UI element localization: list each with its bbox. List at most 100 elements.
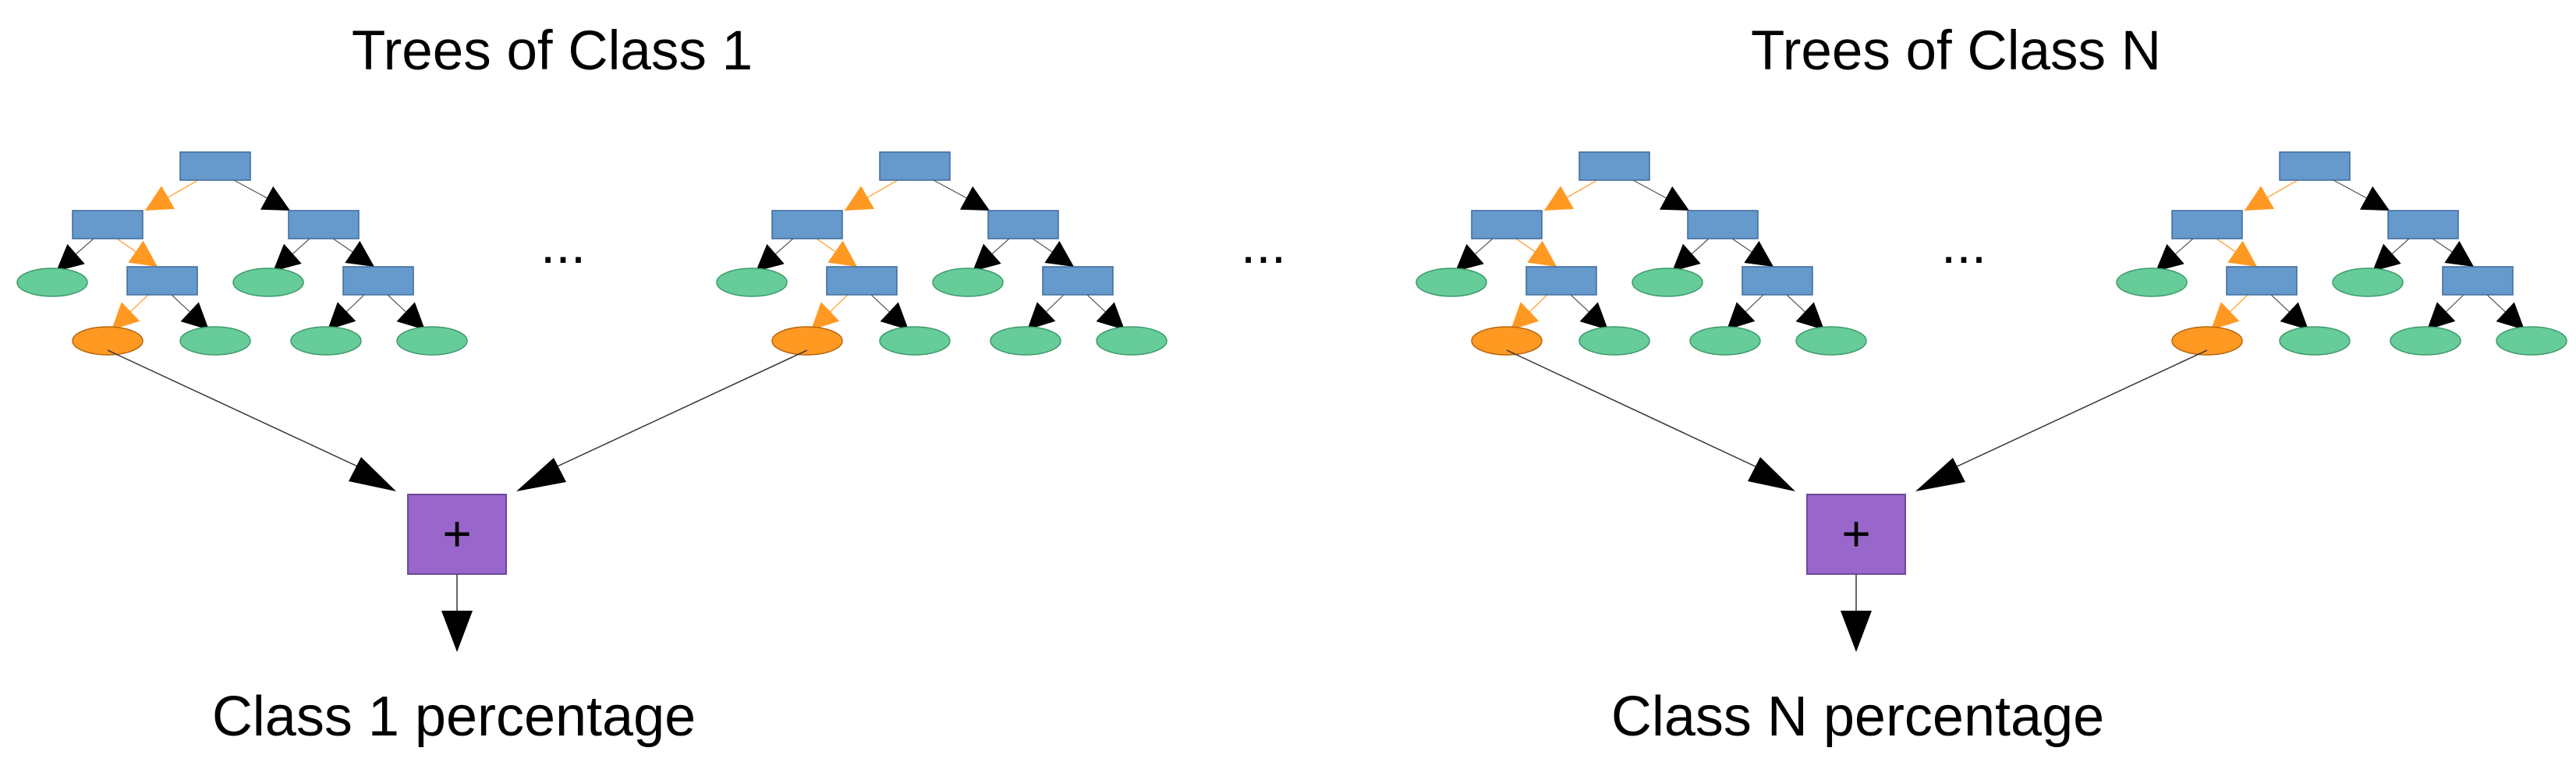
selected-leaf-node — [72, 326, 144, 356]
edge-arrowhead — [345, 240, 374, 267]
highlighted-arrowhead — [845, 186, 874, 211]
edge-arrowhead — [180, 302, 209, 330]
group-n-title: Trees of Class N — [1751, 20, 2161, 82]
root-node — [2279, 151, 2351, 181]
leaf-node — [1795, 326, 1867, 356]
edge-arrowhead — [56, 243, 85, 271]
edge-arrowhead — [1744, 240, 1773, 267]
leaf-node — [232, 268, 304, 297]
highlighted-arrowhead — [2245, 186, 2274, 211]
highlighted-arrowhead — [112, 302, 140, 330]
edge-arrowhead — [1455, 243, 1484, 271]
leaf-node — [932, 268, 1004, 297]
split-node-left — [771, 210, 843, 239]
split-node-left — [1471, 210, 1543, 239]
split-node-right-right — [1742, 266, 1813, 296]
split-node-right-right — [342, 266, 414, 296]
split-node-right — [2387, 210, 2459, 239]
output-arrowhead — [1841, 611, 1872, 652]
split-node-left-right — [2226, 266, 2298, 296]
highlighted-arrowhead — [145, 186, 175, 211]
sum-operator-icon — [1806, 494, 1906, 575]
output-label-group-n: Class N percentage — [1611, 686, 2104, 748]
leaf-node — [1416, 268, 1487, 297]
edge-arrowhead — [2496, 302, 2525, 330]
root-node — [879, 151, 951, 181]
edge-arrowhead — [1727, 302, 1756, 330]
edge-arrowhead — [2280, 302, 2308, 330]
sum-box-group-1: + — [407, 494, 507, 575]
edge-arrowhead — [1096, 302, 1125, 330]
edge-arrowhead — [328, 302, 356, 330]
edge-arrowhead — [1044, 240, 1074, 267]
edge-arrowhead — [756, 243, 785, 271]
connector-tree1-to-sum1 — [107, 349, 375, 475]
output-arrowhead — [441, 611, 473, 652]
ellipsis-group-1: ... — [540, 214, 586, 275]
leaf-node — [2279, 326, 2351, 356]
root-node — [1579, 151, 1650, 181]
highlighted-arrowhead — [128, 240, 158, 267]
decision-tree-1 — [16, 151, 468, 356]
ellipsis-between-groups: ... — [1241, 214, 1286, 275]
split-node-left-right — [1525, 266, 1597, 296]
connectors-layer — [107, 349, 2208, 491]
sum-operator-label: + — [442, 505, 471, 562]
arrowhead-tree1-to-sum1 — [349, 457, 396, 491]
root-node — [179, 151, 251, 181]
output-arrow-group-1 — [441, 574, 473, 652]
selected-leaf-node — [2171, 326, 2243, 356]
highlighted-arrowhead — [811, 302, 840, 330]
edge-arrowhead — [960, 186, 990, 211]
output-arrow-group-n — [1841, 574, 1872, 652]
leaf-node — [179, 326, 251, 356]
leaf-node — [990, 326, 1061, 356]
split-node-left — [72, 210, 144, 239]
leaf-node — [16, 268, 88, 297]
split-node-left-right — [826, 266, 898, 296]
arrowhead-tree2-to-sum1 — [516, 458, 566, 491]
leaf-node — [396, 326, 468, 356]
split-node-right — [1687, 210, 1759, 239]
leaf-node — [1096, 326, 1168, 356]
edge-arrowhead — [1672, 243, 1701, 271]
highlighted-arrowhead — [1511, 302, 1540, 330]
edge-arrowhead — [2427, 302, 2456, 330]
decision-tree-3 — [1416, 151, 1867, 356]
trees-layer — [16, 151, 2567, 356]
leaf-node — [1632, 268, 1703, 297]
split-node-right — [288, 210, 360, 239]
decision-tree-2 — [716, 151, 1168, 356]
edge-arrowhead — [1795, 302, 1824, 330]
edge-arrowhead — [2360, 186, 2390, 211]
leaf-node — [2390, 326, 2461, 356]
edge-arrowhead — [973, 243, 1001, 271]
sum-operator-label: + — [1841, 505, 1870, 562]
edge-arrowhead — [260, 186, 290, 211]
edge-arrowhead — [1027, 302, 1056, 330]
leaf-node — [2116, 268, 2188, 297]
decision-tree-4 — [2116, 151, 2567, 356]
split-node-left-right — [126, 266, 198, 296]
highlighted-arrowhead — [1527, 240, 1557, 267]
leaf-node — [1689, 326, 1761, 356]
edge-arrowhead — [1579, 302, 1608, 330]
edge-arrowhead — [2156, 243, 2184, 271]
leaf-node — [2332, 268, 2404, 297]
split-node-right-right — [1042, 266, 1114, 296]
highlighted-arrowhead — [827, 240, 857, 267]
leaf-node — [290, 326, 362, 356]
edge-arrowhead — [273, 243, 302, 271]
group-1-title: Trees of Class 1 — [352, 20, 753, 82]
ellipsis-group-n: ... — [1941, 214, 1986, 275]
highlighted-arrowhead — [2211, 302, 2240, 330]
selected-leaf-node — [771, 326, 843, 356]
split-node-right — [987, 210, 1059, 239]
arrowhead-tree4-to-sumN — [1915, 458, 1965, 491]
connector-tree2-to-sum1 — [540, 349, 808, 475]
edge-arrowhead — [2444, 240, 2474, 267]
sum-box-group-n: + — [1806, 494, 1906, 575]
leaf-node — [716, 268, 788, 297]
connector-tree3-to-sumN — [1506, 349, 1773, 475]
